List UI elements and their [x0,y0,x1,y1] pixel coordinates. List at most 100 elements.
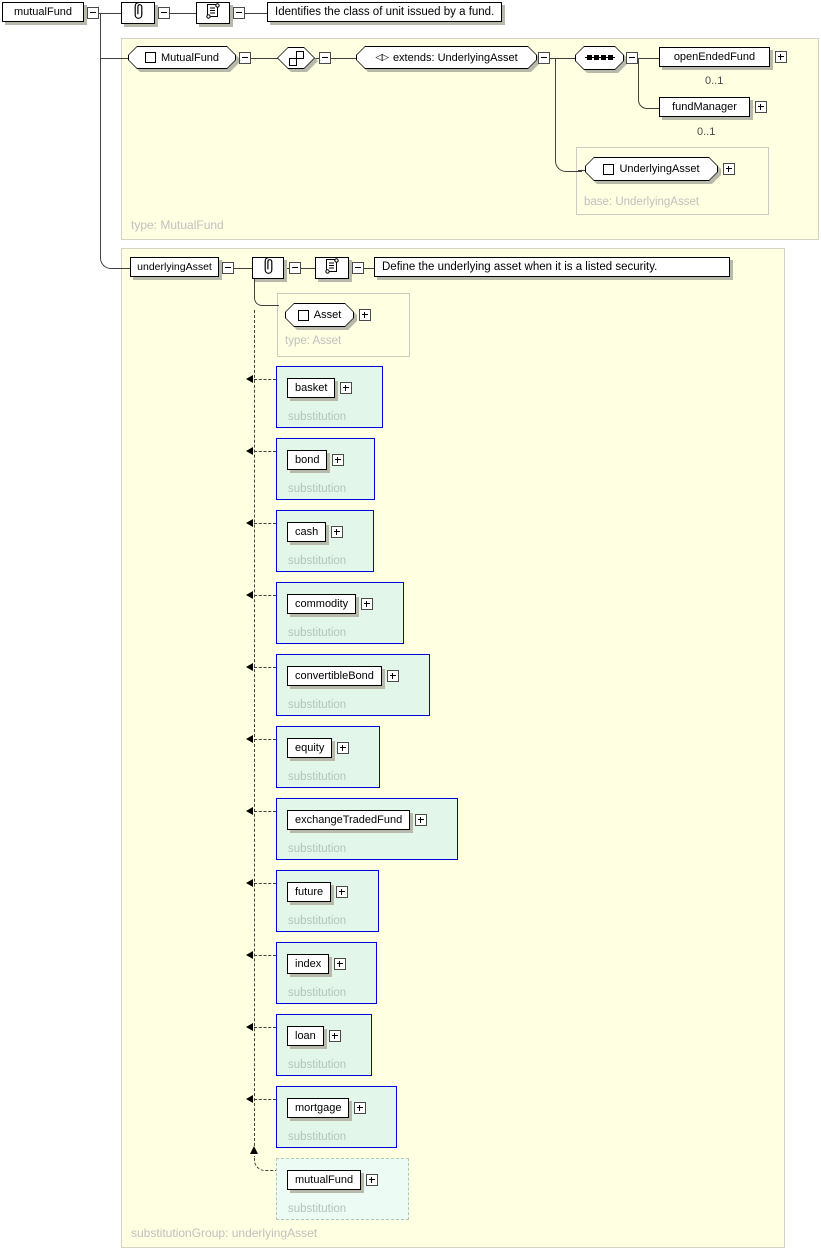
substitution-arrow [246,1023,253,1031]
connector-line [638,58,639,100]
element-mortgage[interactable]: mortgage [287,1098,350,1118]
expand-toggle[interactable] [366,1174,379,1186]
connector-line [100,58,132,59]
substitution-arrow [246,735,253,743]
expand-toggle[interactable] [386,670,399,682]
complextype-mutualfund[interactable]: MutualFund [128,46,236,69]
substitution-box-index: index substitution [276,942,378,1004]
expand-toggle[interactable] [328,1030,341,1042]
substitution-box-cash: cash substitution [276,510,375,572]
element-commodity[interactable]: commodity [287,594,357,614]
element-basket[interactable]: basket [287,378,336,398]
connector-line [254,268,255,298]
expand-toggle[interactable] [755,101,767,113]
element-cash[interactable]: cash [287,522,327,542]
substitution-arrow [246,807,253,815]
extension-node[interactable]: ◁▷ extends: UnderlyingAsset [356,46,537,69]
collapse-toggle[interactable] [239,52,251,64]
substitution-label: substitution [288,915,347,927]
substitution-stub [254,595,276,596]
substitution-label: substitution [288,555,347,567]
documentation-node[interactable] [196,2,230,24]
documentation-node[interactable] [315,257,349,279]
expand-toggle[interactable] [775,51,787,63]
substitution-stub [254,955,276,956]
complextype-underlyingasset[interactable]: UnderlyingAsset [585,157,718,181]
expand-toggle[interactable] [332,454,345,466]
substitution-group-label: substitutionGroup: underlyingAsset [131,1226,318,1240]
substitution-label: substitution [288,627,347,639]
element-index[interactable]: index [287,954,330,974]
occurrence-label: 0..1 [705,75,724,87]
element-convertiblebond[interactable]: convertibleBond [287,666,382,686]
substitution-box-future: future substitution [276,870,380,932]
substitution-stub [254,1099,276,1100]
complex-content-node[interactable] [277,47,315,69]
expand-toggle[interactable] [331,526,344,538]
connector-line [80,13,270,14]
substitution-arrow [246,1095,253,1103]
expand-toggle[interactable] [723,163,735,175]
annotation-node[interactable] [252,257,284,279]
substitution-box-basket: basket substitution [276,366,384,428]
scroll-icon [202,1,224,25]
complextype-label: MutualFund [160,51,220,64]
base-type-label: base: UnderlyingAsset [584,196,700,208]
paperclip-icon [132,1,145,25]
expand-toggle[interactable] [359,309,371,321]
collapse-toggle[interactable] [352,262,364,274]
element-mutualfund[interactable]: mutualFund [2,2,84,22]
substitution-box-loan: loan substitution [276,1014,372,1076]
expand-toggle[interactable] [361,598,374,610]
collapse-toggle[interactable] [626,52,638,64]
element-mutualfund-substitution[interactable]: mutualFund [287,1170,362,1190]
expand-toggle[interactable] [336,886,349,898]
element-underlyingasset[interactable]: underlyingAsset [130,257,219,277]
collapse-toggle[interactable] [289,262,301,274]
sequence-node[interactable] [575,46,624,70]
annotation-node[interactable] [121,2,155,24]
expand-toggle[interactable] [354,1102,367,1114]
expand-toggle[interactable] [334,958,347,970]
substitution-arrow [246,951,253,959]
element-openendedfund[interactable]: openEndedFund [659,47,770,67]
element-fundmanager[interactable]: fundManager [659,97,750,117]
collapse-toggle[interactable] [222,262,234,274]
underlyingasset-panel [121,248,785,1248]
element-loan[interactable]: loan [287,1026,324,1046]
asset-element-row: Asset [285,303,371,327]
complextype-asset[interactable]: Asset [285,303,354,327]
substitution-group-line [254,310,255,1146]
connector-curve [100,253,133,269]
collapse-toggle[interactable] [87,7,99,19]
substitution-label: substitution [288,1203,347,1215]
substitution-box-convertiblebond: convertibleBond substitution [276,654,430,716]
element-icon [144,52,156,63]
substitution-label: substitution [288,411,347,423]
substitution-arrow [246,663,253,671]
collapse-toggle[interactable] [538,52,550,64]
substitution-stub [254,379,276,380]
element-icon [297,309,309,321]
annotation-text: Define the underlying asset when it is a… [374,257,730,277]
collapse-toggle[interactable] [158,7,170,19]
expand-toggle[interactable] [340,382,353,394]
expand-toggle[interactable] [337,742,350,754]
substitution-stub [254,667,276,668]
substitution-stub [254,739,276,740]
substitution-stub [254,811,276,812]
expand-toggle[interactable] [415,814,428,826]
connector-line [100,13,101,253]
paperclip-icon [262,256,275,280]
collapse-toggle[interactable] [233,7,245,19]
base-element-row: UnderlyingAsset [585,157,735,181]
element-future[interactable]: future [287,882,332,902]
substitution-label: substitution [288,987,347,999]
element-equity[interactable]: equity [287,738,333,758]
collapse-toggle[interactable] [319,52,331,64]
substitution-box-commodity: commodity substitution [276,582,405,644]
panel-type-label: type: MutualFund [131,218,224,232]
element-exchangetradedfund[interactable]: exchangeTradedFund [287,810,411,830]
element-bond[interactable]: bond [287,450,328,470]
